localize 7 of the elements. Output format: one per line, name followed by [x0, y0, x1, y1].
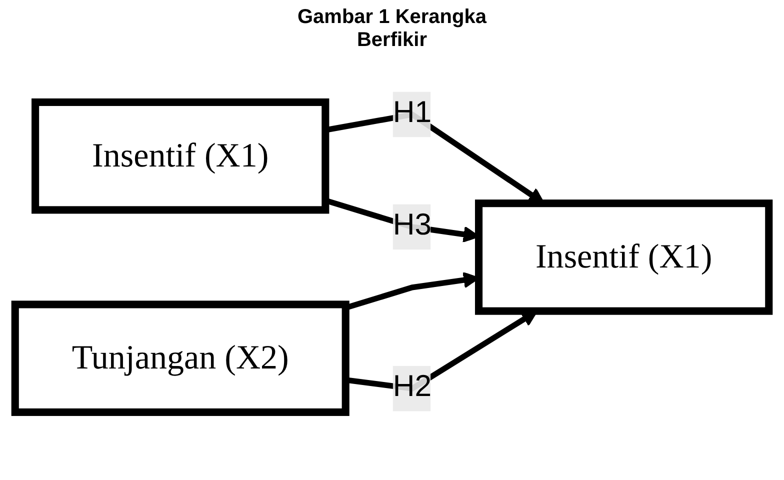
node-box: Tunjangan (X2) [11, 300, 350, 416]
node-box: Insentif (X1) [475, 200, 773, 315]
node-box: Insentif (X1) [32, 98, 330, 214]
edge-label: H3 [392, 210, 432, 242]
diagram-title: Gambar 1 Kerangka Berfikir [296, 6, 488, 52]
edge-label: H2 [392, 372, 432, 404]
edge-label: H1 [392, 97, 432, 130]
